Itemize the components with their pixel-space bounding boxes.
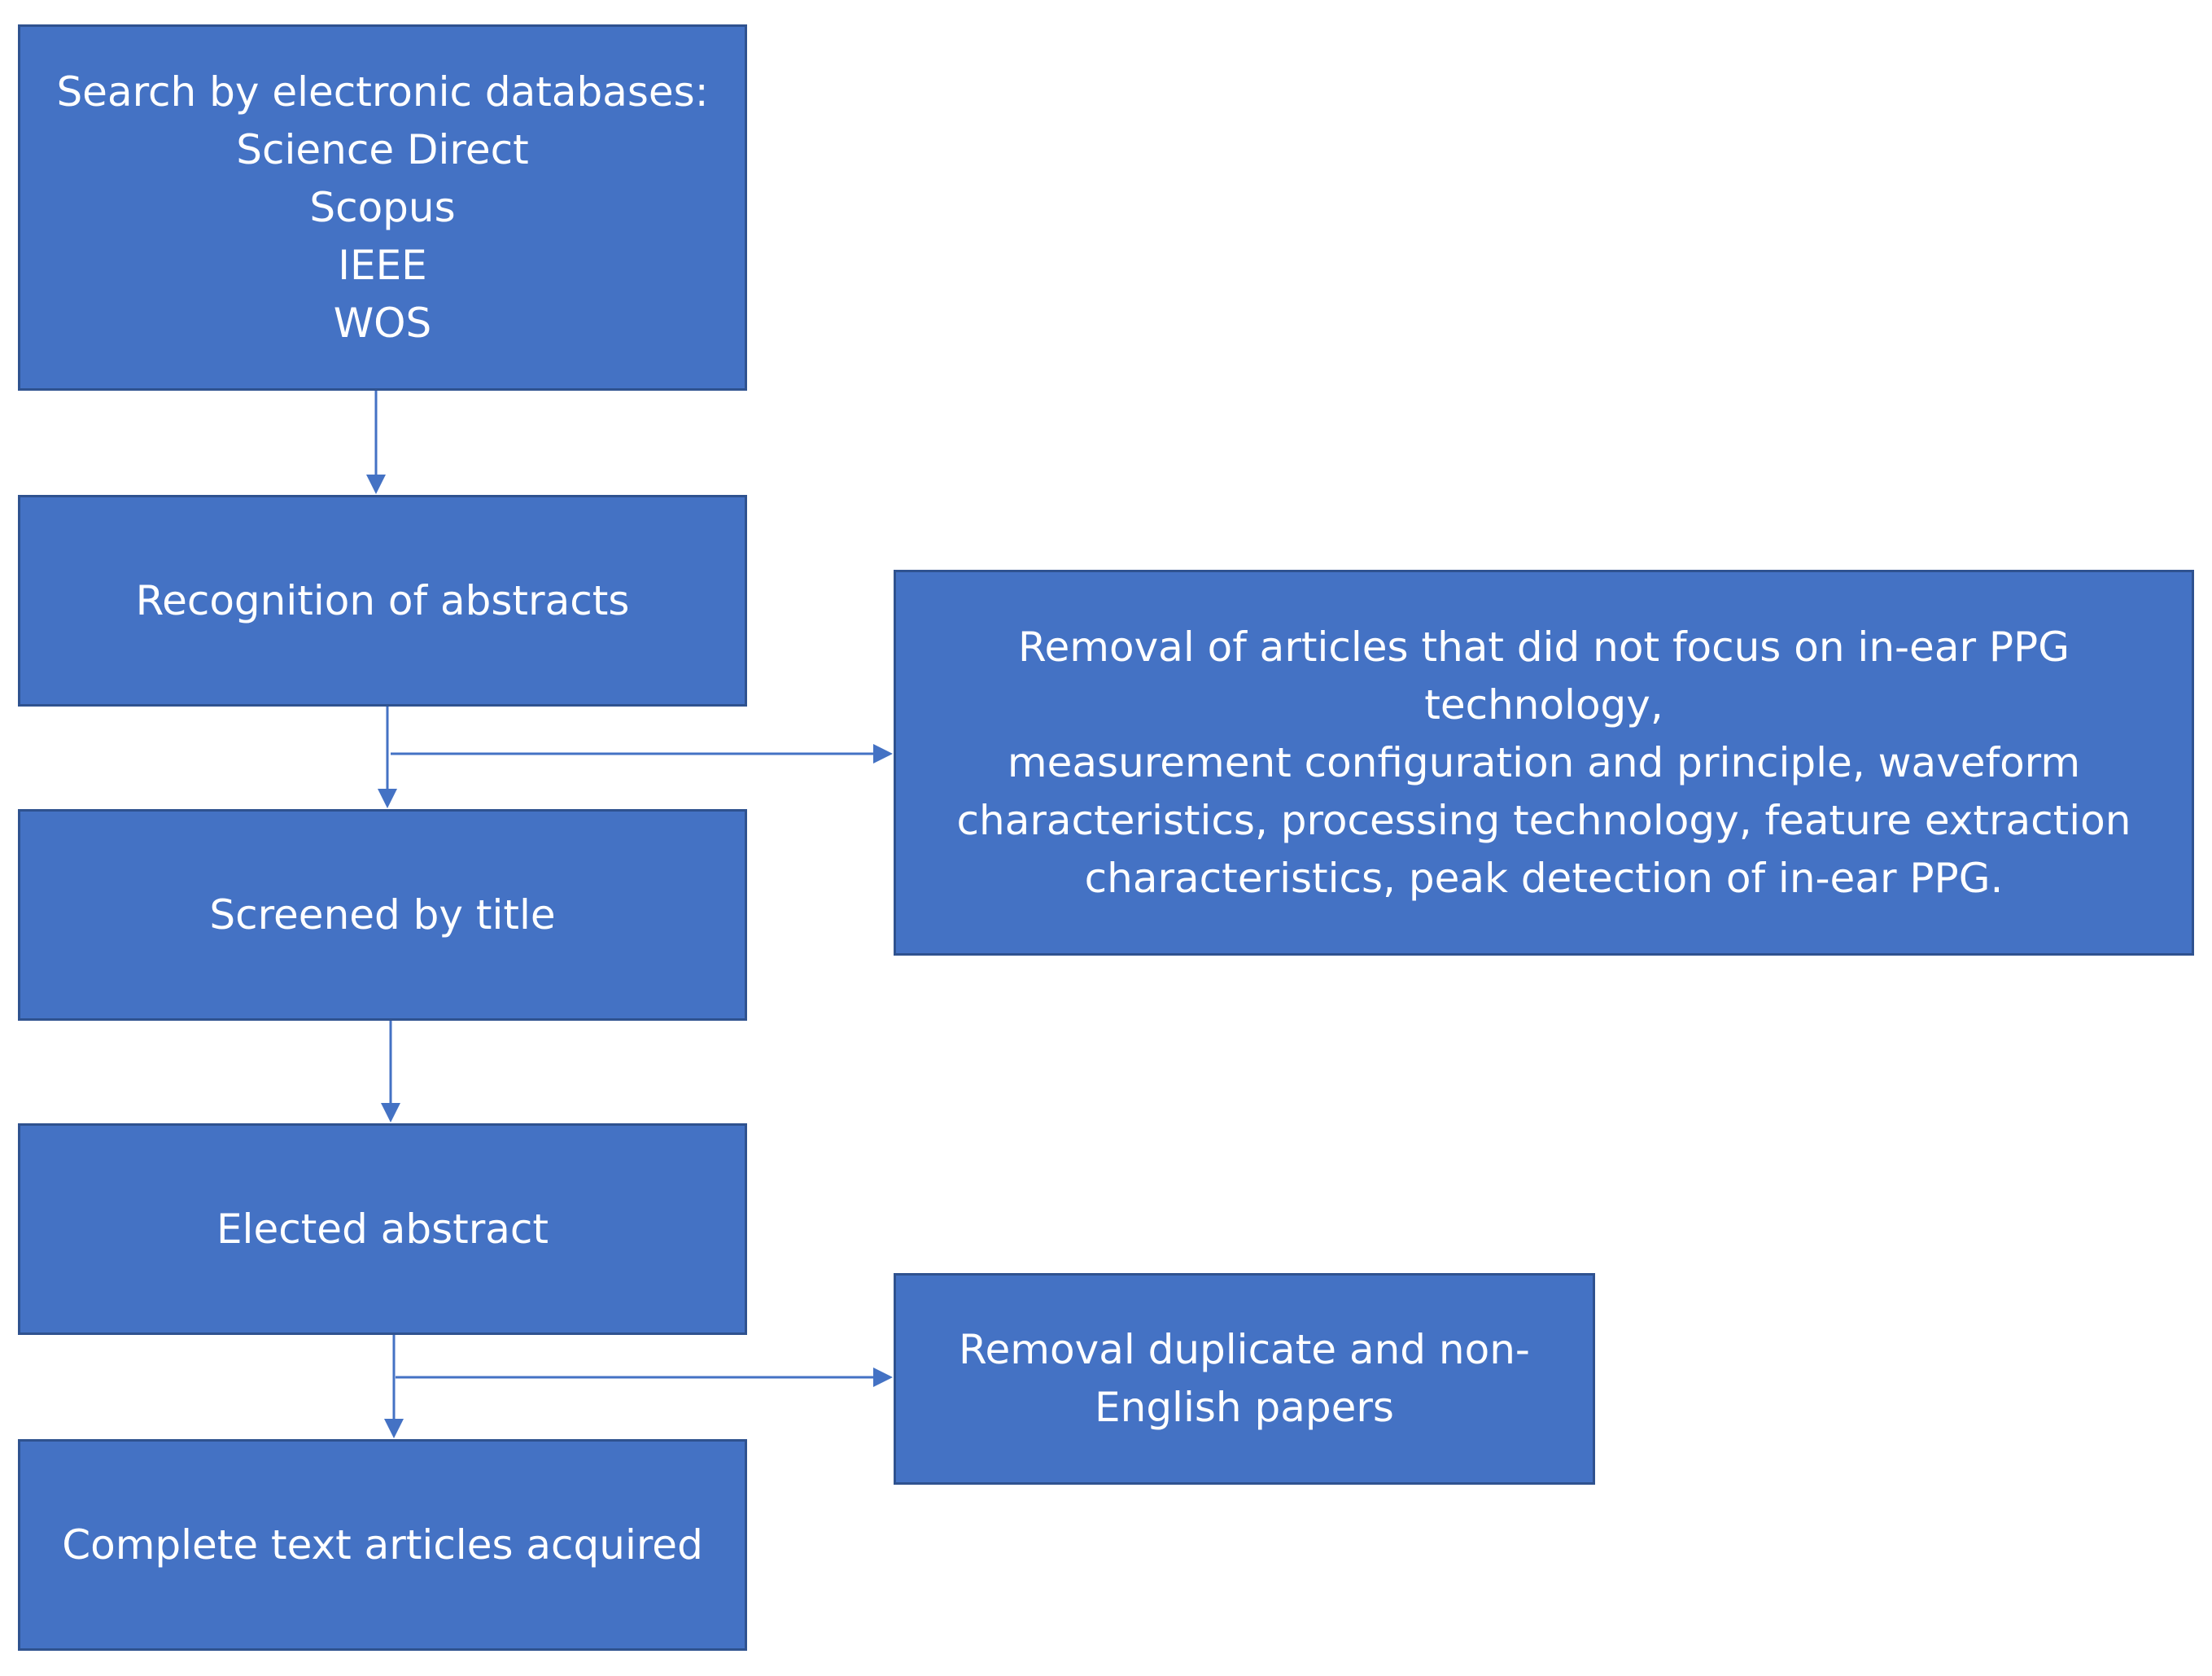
- screened-by-title-box: Screened by title: [18, 809, 747, 1021]
- database-science-direct: Science Direct: [236, 125, 529, 173]
- elected-label: Elected abstract: [216, 1205, 549, 1253]
- screened-label: Screened by title: [209, 891, 556, 939]
- search-databases-box: Search by electronic databases: Science …: [18, 24, 747, 391]
- database-scopus: Scopus: [309, 183, 456, 231]
- removal-focus-line-4: characteristics, peak detection of in-ea…: [1084, 854, 2004, 902]
- recognition-label: Recognition of abstracts: [135, 576, 630, 624]
- removal-unfocused-articles-box: Removal of articles that did not focus o…: [894, 570, 2194, 956]
- elected-abstract-box: Elected abstract: [18, 1123, 747, 1335]
- complete-label: Complete text articles acquired: [62, 1521, 703, 1569]
- complete-text-articles-box: Complete text articles acquired: [18, 1439, 747, 1651]
- removal-duplicate-line-2: English papers: [1095, 1384, 1394, 1431]
- recognition-of-abstracts-box: Recognition of abstracts: [18, 495, 747, 707]
- search-heading: Search by electronic databases:: [56, 68, 709, 116]
- database-ieee: IEEE: [338, 241, 427, 289]
- removal-duplicate-line-1: Removal duplicate and non-: [959, 1326, 1530, 1373]
- removal-focus-line-2: measurement configuration and principle,…: [1007, 738, 2081, 786]
- removal-focus-line-1: Removal of articles that did not focus o…: [1018, 623, 2070, 729]
- database-wos: WOS: [333, 299, 432, 347]
- removal-focus-line-3: characteristics, processing technology, …: [956, 796, 2131, 844]
- removal-duplicate-papers-box: Removal duplicate and non- English paper…: [894, 1273, 1595, 1485]
